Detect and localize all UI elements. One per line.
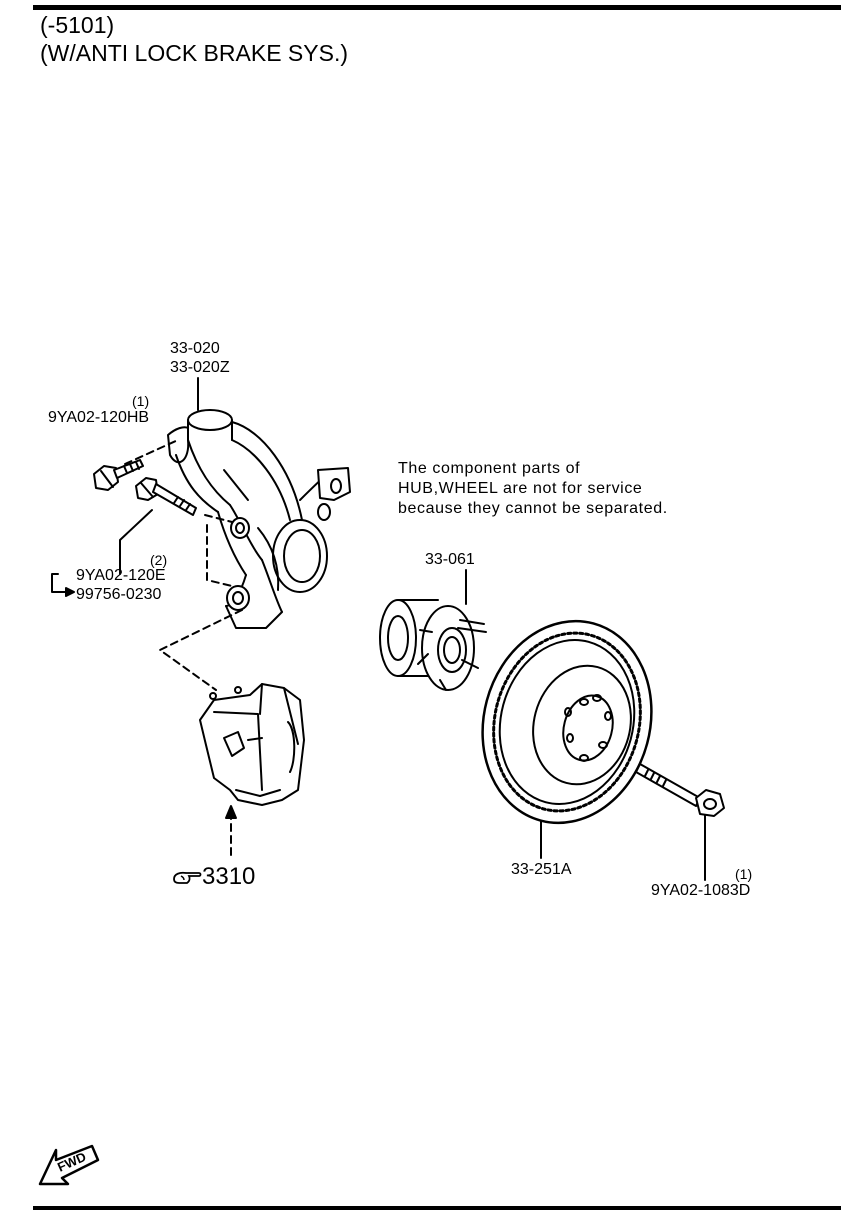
knuckle-part-number: 33-020 bbox=[170, 340, 220, 357]
disc-drawing bbox=[481, 619, 653, 825]
caliper-reference-number: 3310 bbox=[202, 863, 256, 890]
hub-bolt-drawing bbox=[635, 763, 725, 817]
bracket-leader bbox=[51, 573, 67, 593]
header-condition: (W/ANTI LOCK BRAKE SYS.) bbox=[40, 40, 348, 66]
bolt-lower-alt-part-number: 99756-0230 bbox=[76, 586, 162, 603]
bolt-lower-qty: (2) bbox=[150, 552, 168, 568]
bolt-upper-part-number: 9YA02-120HB bbox=[48, 409, 150, 426]
dash-caliper-mount bbox=[206, 524, 233, 587]
bracket-arrowhead bbox=[65, 587, 75, 597]
hub-part-number: 33-061 bbox=[425, 551, 475, 568]
caliper-drawing bbox=[199, 683, 305, 806]
note-line-2: HUB,WHEEL are not for service bbox=[398, 480, 643, 497]
dash-lower-bolt bbox=[204, 514, 233, 523]
service-note: The component parts of HUB,WHEEL are not… bbox=[398, 459, 668, 519]
bolt-lower-leader bbox=[119, 509, 153, 575]
bolt-lower-part-number: 9YA02-120E bbox=[76, 567, 166, 584]
forward-arrow-icon bbox=[38, 1144, 100, 1186]
note-line-3: because they cannot be separated. bbox=[398, 500, 668, 517]
bolt-upper-drawing bbox=[93, 459, 144, 491]
hub-bolt-part-number: 9YA02-1083D bbox=[651, 882, 751, 899]
note-line-1: The component parts of bbox=[398, 460, 581, 477]
top-rule bbox=[33, 5, 841, 10]
dash-caliper-path bbox=[159, 609, 243, 691]
caliper-ref-arrowhead bbox=[225, 805, 237, 819]
bolt-upper-qty: (1) bbox=[132, 393, 150, 409]
bolt-lower-drawing bbox=[135, 477, 197, 516]
pointing-hand-icon bbox=[173, 871, 202, 884]
caliper-reference[interactable]: 3310 bbox=[172, 864, 255, 890]
knuckle-part-number-alt: 33-020Z bbox=[170, 359, 230, 376]
hub-drawing bbox=[379, 599, 487, 691]
hub-bolt-qty: (1) bbox=[735, 866, 753, 882]
header-range: (-5101) bbox=[40, 12, 115, 38]
bottom-rule bbox=[33, 1206, 841, 1210]
knuckle-drawing bbox=[167, 409, 351, 629]
disc-part-number: 33-251A bbox=[511, 861, 572, 878]
